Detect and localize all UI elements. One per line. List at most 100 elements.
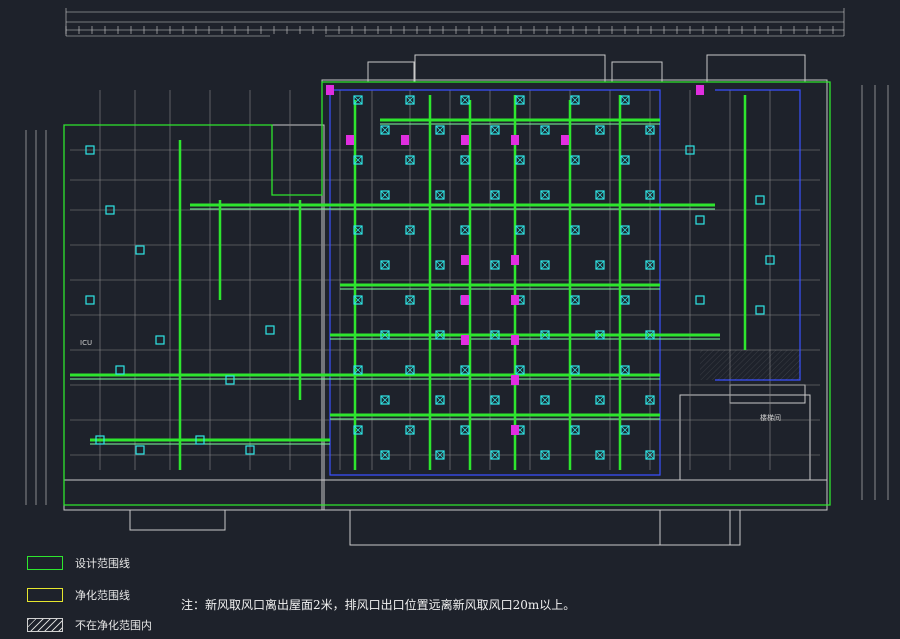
diffuser-cross [380, 260, 390, 270]
hatch-swatch [27, 618, 63, 632]
magenta-unit [461, 255, 469, 265]
diffuser-cross [353, 225, 363, 235]
diffuser [540, 395, 550, 405]
top-dimension-lines [65, 8, 845, 37]
diffuser-cross [460, 425, 470, 435]
diffuser-cross [353, 155, 363, 165]
magenta-unit [511, 135, 519, 145]
diffuser-cross [405, 425, 415, 435]
magenta-unit [561, 135, 569, 145]
diffuser [435, 190, 445, 200]
diffuser-cross [595, 330, 605, 340]
diffuser-cross [620, 155, 630, 165]
diffuser-cross [490, 330, 500, 340]
diffuser [755, 305, 765, 315]
diffuser-cross [645, 125, 655, 135]
diffuser [405, 95, 415, 105]
diffuser-cross [353, 425, 363, 435]
diffuser-cross [435, 450, 445, 460]
diffuser [225, 375, 235, 385]
diffuser [695, 295, 705, 305]
diffuser [135, 445, 145, 455]
diffuser [353, 225, 363, 235]
diffuser-cross [620, 425, 630, 435]
diffuser-cross [380, 395, 390, 405]
magenta-unit [511, 295, 519, 305]
diffuser [435, 450, 445, 460]
diffuser [353, 365, 363, 375]
diffuser [460, 365, 470, 375]
diffuser [380, 330, 390, 340]
diffuser-cross [570, 365, 580, 375]
diffuser-cross [380, 450, 390, 460]
diffuser-cross [515, 95, 525, 105]
diffuser-cross [515, 365, 525, 375]
diffuser-cross [540, 395, 550, 405]
diffuser [353, 425, 363, 435]
diffuser-cross [405, 95, 415, 105]
room-label-icu: ICU [80, 339, 92, 347]
diffuser-cross [490, 395, 500, 405]
diffuser [115, 365, 125, 375]
diffuser-cross [490, 450, 500, 460]
diffuser-cross [620, 295, 630, 305]
diffuser [85, 145, 95, 155]
diffuser [135, 245, 145, 255]
diffuser-cross [540, 260, 550, 270]
diffuser [570, 225, 580, 235]
diffuser [595, 395, 605, 405]
diffuser-cross [595, 260, 605, 270]
diffuser-cross [460, 95, 470, 105]
diffuser [460, 95, 470, 105]
air-diffusers [85, 95, 775, 460]
diffuser [155, 335, 165, 345]
diffuser [595, 330, 605, 340]
diffuser [570, 295, 580, 305]
diffuser-cross [570, 155, 580, 165]
diffuser-cross [490, 260, 500, 270]
diffuser [105, 205, 115, 215]
diffuser [353, 95, 363, 105]
diffuser [380, 125, 390, 135]
diffuser [490, 125, 500, 135]
diffuser-cross [435, 395, 445, 405]
diffuser-cross [435, 330, 445, 340]
diffuser-cross [435, 125, 445, 135]
diffuser-cross [620, 95, 630, 105]
diffuser-cross [645, 190, 655, 200]
diffuser-cross [405, 155, 415, 165]
diffuser [245, 445, 255, 455]
design-boundary-swatch [27, 556, 63, 570]
magenta-unit [461, 135, 469, 145]
magenta-unit [461, 295, 469, 305]
diffuser [685, 145, 695, 155]
diffuser [353, 155, 363, 165]
diffuser [515, 365, 525, 375]
diffuser-cross [380, 125, 390, 135]
magenta-unit [511, 255, 519, 265]
diffuser [515, 95, 525, 105]
legend-label: 净化范围线 [75, 589, 130, 602]
magenta-unit [461, 335, 469, 345]
diffuser [645, 190, 655, 200]
diffuser [645, 395, 655, 405]
diffuser [460, 425, 470, 435]
air-handling-units [326, 85, 704, 435]
diffuser [620, 95, 630, 105]
hatched-area [700, 350, 800, 380]
diffuser-cross [405, 295, 415, 305]
diffuser-cross [460, 365, 470, 375]
diffuser [265, 325, 275, 335]
diffuser [95, 435, 105, 445]
diffuser-cross [460, 225, 470, 235]
right-dimension-lines [861, 85, 889, 500]
magenta-unit [511, 375, 519, 385]
diffuser [435, 260, 445, 270]
interior-walls [70, 90, 820, 470]
diffuser-cross [540, 190, 550, 200]
diffuser [435, 330, 445, 340]
diffuser [540, 330, 550, 340]
diffuser-cross [570, 425, 580, 435]
diffuser-cross [570, 295, 580, 305]
left-dimension-lines [25, 130, 47, 505]
